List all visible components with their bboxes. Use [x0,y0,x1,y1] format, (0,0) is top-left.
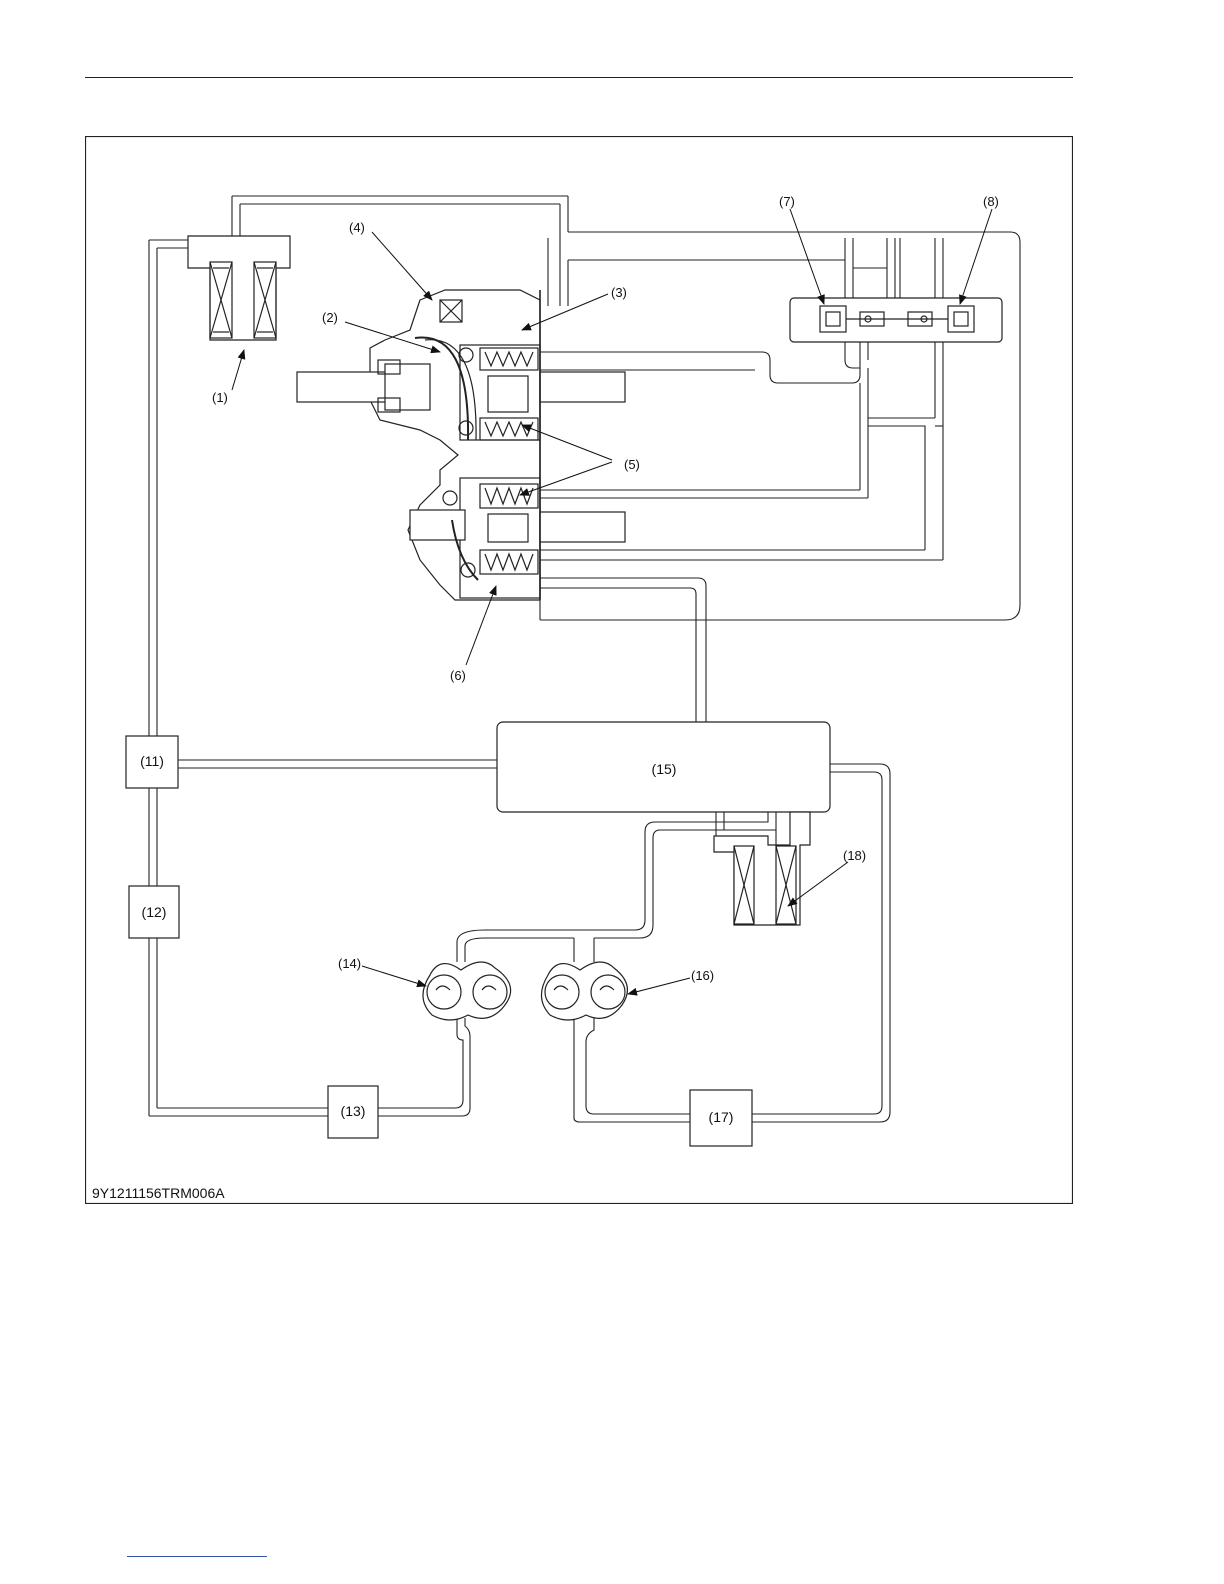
callout-6: (6) [450,668,466,683]
callout-1: (1) [212,390,228,405]
component-boxes [126,722,830,1146]
diagram-frame: (1) (2) (3) (4) (5) (6) (7) (8) (14) (16… [85,136,1073,1204]
callout-2: (2) [322,310,338,325]
hydraulic-circuit-diagram: (1) (2) (3) (4) (5) (6) (7) (8) (14) (16… [85,136,1073,1204]
callout-14: (14) [338,956,361,971]
header-rule [85,77,1073,78]
figure-code: 9Y1211156TRM006A [92,1185,225,1201]
box-11-label: (11) [140,753,164,769]
callout-5: (5) [624,457,640,472]
check-valve-block [790,298,1002,342]
callout-18: (18) [843,848,866,863]
hst-unit [297,290,625,600]
callout-8: (8) [983,194,999,209]
box-12-label: (12) [142,904,167,920]
filter-18 [714,812,810,925]
box-17-label: (17) [709,1109,734,1125]
callout-3: (3) [611,285,627,300]
gear-pump-16 [541,962,627,1020]
callout-4: (4) [349,220,365,235]
gear-pump-14 [423,962,511,1020]
callout-16: (16) [691,968,714,983]
suction-filter-1 [188,236,290,340]
box-13-label: (13) [341,1103,366,1119]
box-15-label: (15) [652,761,677,777]
callout-7: (7) [779,194,795,209]
footer-link-line [127,1556,267,1557]
